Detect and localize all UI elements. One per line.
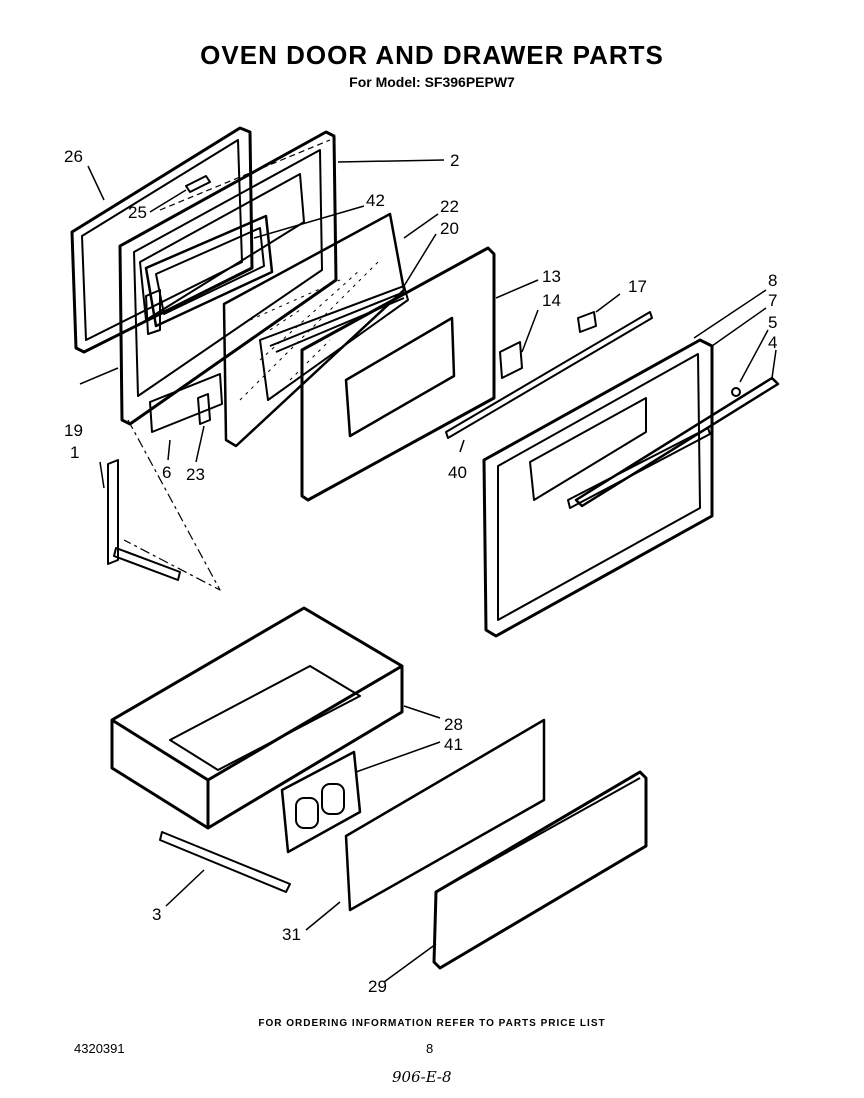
inner-door-panel-2	[118, 130, 338, 426]
page-title: OVEN DOOR AND DRAWER PARTS	[200, 40, 664, 70]
door-rail-40	[445, 311, 653, 439]
handwritten-note: 906-E-8	[392, 1068, 452, 1086]
callout-40: 40	[448, 463, 467, 482]
callout-14: 14	[542, 291, 561, 310]
callout-29: 29	[368, 977, 387, 996]
outer-door-panel-13	[300, 246, 496, 502]
callout-17: 17	[628, 277, 647, 296]
page-number: 8	[426, 1041, 434, 1056]
callout-41: 41	[444, 735, 463, 754]
door-handle-4	[574, 376, 780, 508]
callout-6: 6	[162, 463, 171, 482]
callout-23: 23	[186, 465, 205, 484]
callout-19: 19	[64, 421, 83, 440]
callout-1: 1	[70, 443, 79, 462]
callout-22: 22	[440, 197, 459, 216]
trim-clip-23	[197, 393, 211, 425]
door-outer-frame-8	[482, 338, 714, 638]
drawer-28	[110, 606, 404, 830]
callout-3: 3	[152, 905, 161, 924]
callout-42: 42	[366, 191, 385, 210]
document-number: 4320391	[74, 1041, 125, 1056]
model-line: For Model: SF396PEPW7	[349, 74, 515, 90]
vent-plate-41	[280, 750, 362, 854]
block-17	[577, 311, 597, 333]
callout-31: 31	[282, 925, 301, 944]
drawer-slide-3	[159, 831, 291, 893]
hinge-arm-1	[107, 459, 181, 581]
clip-25	[185, 175, 211, 193]
callout-7: 7	[768, 291, 777, 310]
callout-13: 13	[542, 267, 561, 286]
lower-trim-6	[149, 373, 223, 433]
ordering-note: FOR ORDERING INFORMATION REFER TO PARTS …	[258, 1018, 606, 1029]
callout-26: 26	[64, 147, 83, 166]
drawer-panel-31	[344, 718, 546, 912]
callout-8: 8	[768, 271, 777, 290]
callout-2: 2	[450, 151, 459, 170]
hinge-bracket-14	[499, 341, 523, 379]
callout-20: 20	[440, 219, 459, 238]
callout-5: 5	[768, 313, 777, 332]
door-gasket-26	[70, 126, 254, 354]
drawer-front-29	[432, 770, 648, 970]
callout-25: 25	[128, 203, 147, 222]
callout-28: 28	[444, 715, 463, 734]
callout-4: 4	[768, 333, 777, 352]
window-frame-42	[144, 214, 274, 335]
